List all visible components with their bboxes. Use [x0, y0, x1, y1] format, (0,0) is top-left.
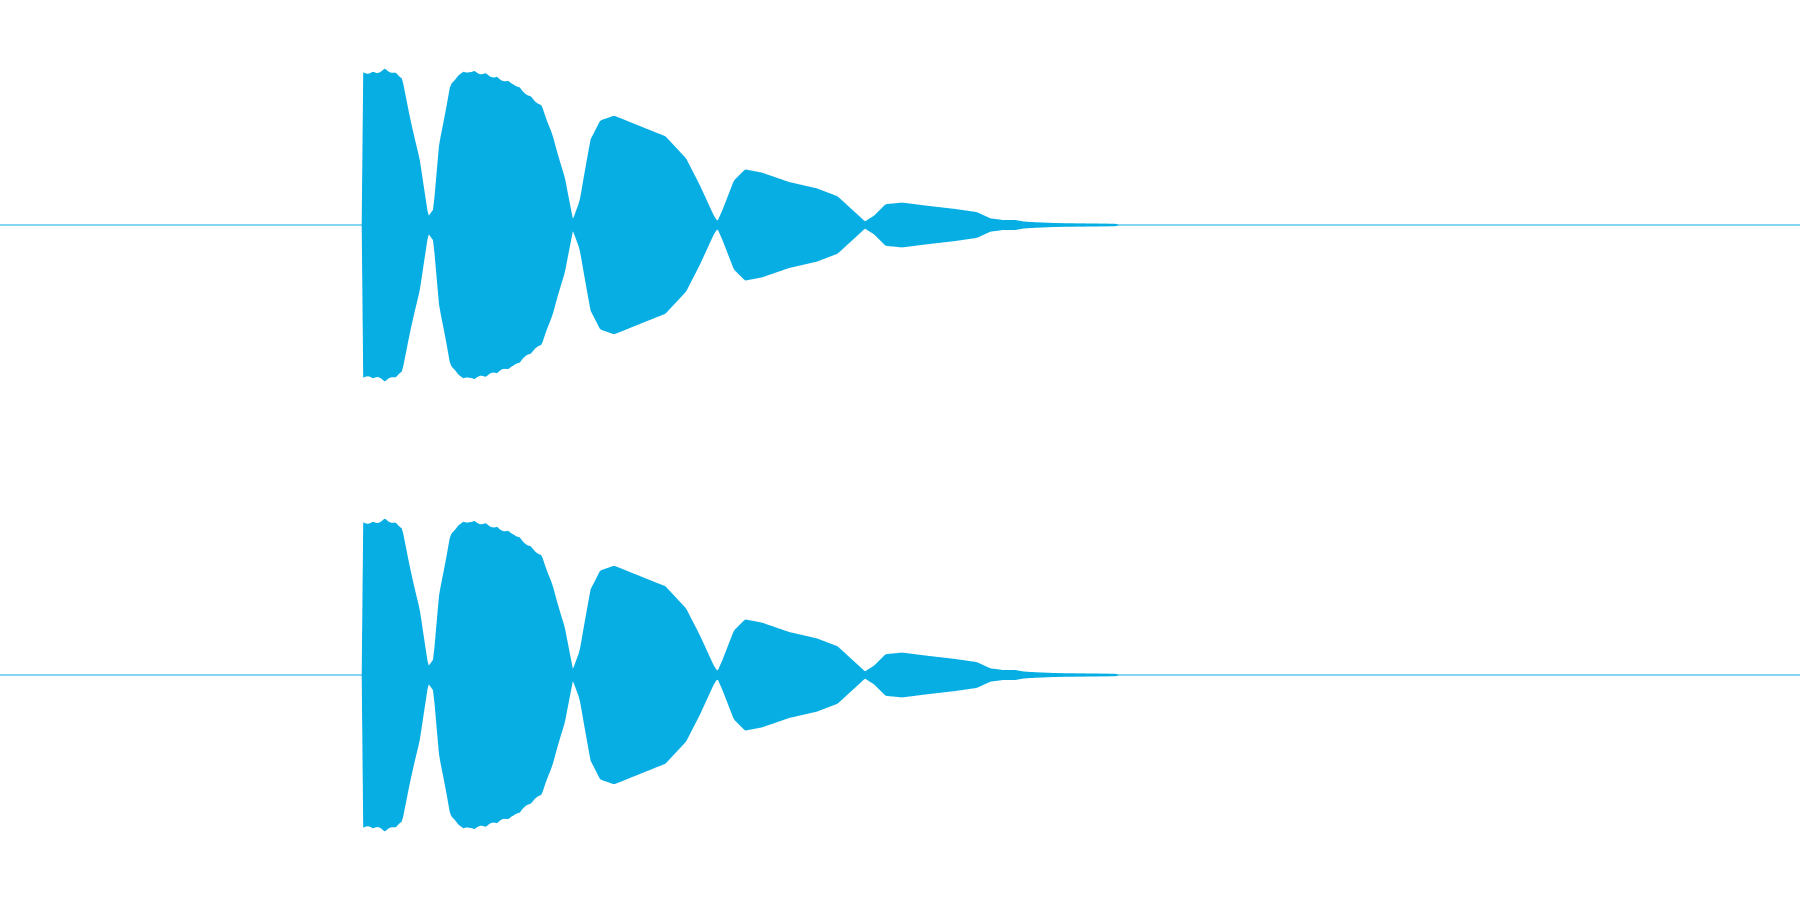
- channels-layer: [0, 68, 1800, 832]
- channel-2-amplitude-envelope: [361, 518, 1121, 832]
- channel-2-waveform: [0, 518, 1800, 832]
- channel-1-waveform: [0, 68, 1800, 382]
- channel-1-amplitude-envelope: [361, 68, 1121, 382]
